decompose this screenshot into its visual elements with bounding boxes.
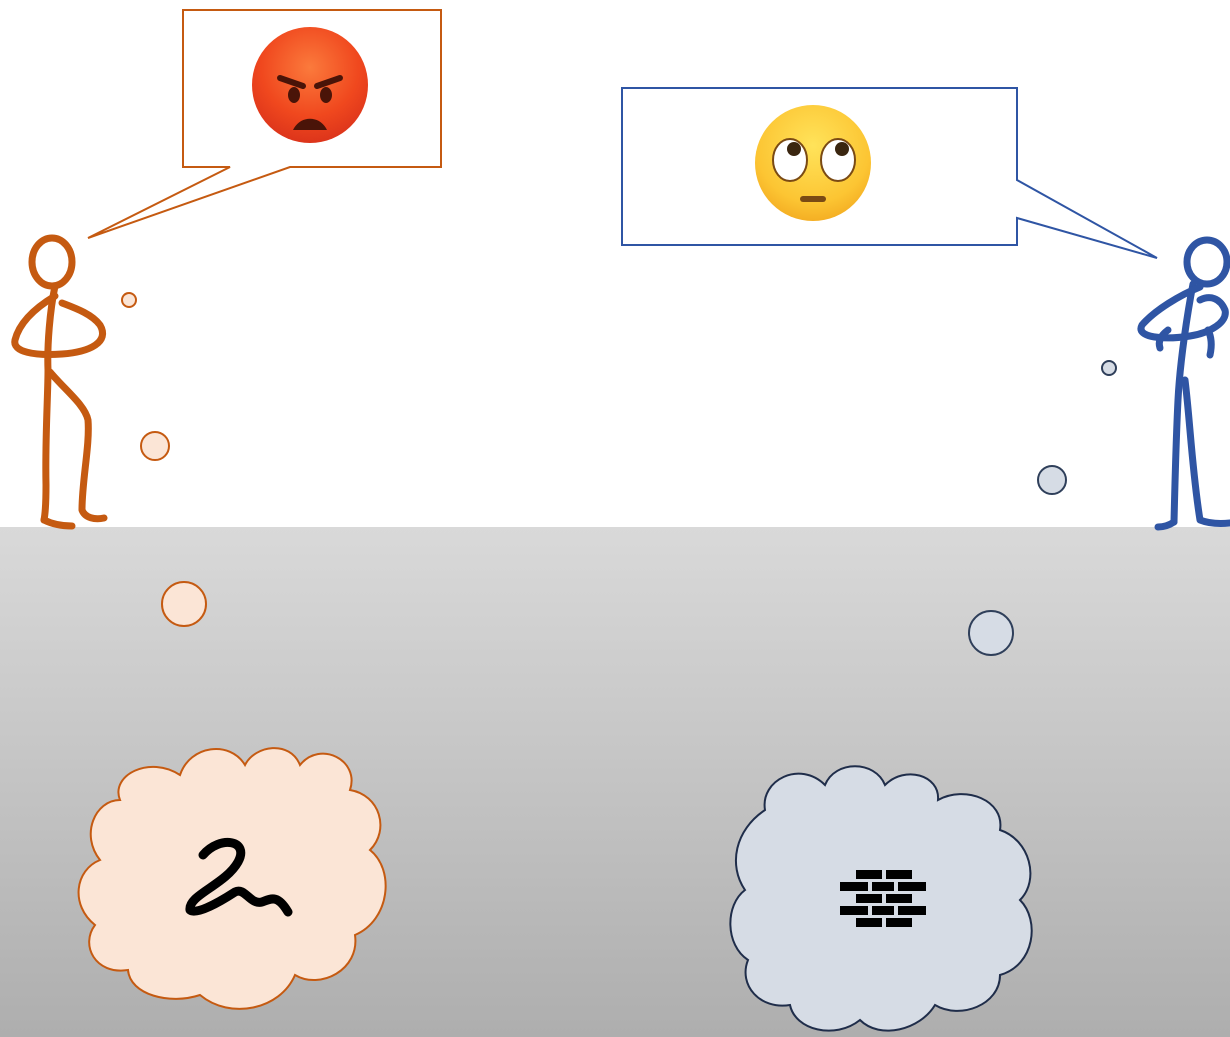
right-figure-foot [1158, 522, 1174, 527]
right-figure-head [1187, 240, 1227, 284]
left-figure-body [44, 286, 55, 520]
left-figure-arms [15, 296, 103, 354]
left-figure-leg-back [50, 372, 104, 519]
right-figure-leg [1185, 380, 1230, 524]
left-thought-dot-small [122, 293, 136, 307]
left-figure-head [32, 238, 72, 286]
right-speech-bubble [622, 88, 1157, 258]
right-stick-figure [1141, 240, 1230, 527]
left-thought-cloud [79, 748, 386, 1009]
right-thought-dot-large [969, 611, 1013, 655]
right-thought-dot-small [1102, 361, 1116, 375]
left-thought-dot-medium [141, 432, 169, 460]
angry-face-emoji [252, 27, 368, 143]
right-thought-dot-medium [1038, 466, 1066, 494]
left-stick-figure [15, 238, 104, 526]
left-thought-dot-large [162, 582, 206, 626]
left-figure-foot-front [44, 520, 72, 526]
face-with-rolling-eyes-emoji [755, 105, 871, 221]
left-speech-bubble [88, 10, 441, 238]
right-figure-arm-right [1208, 330, 1211, 355]
